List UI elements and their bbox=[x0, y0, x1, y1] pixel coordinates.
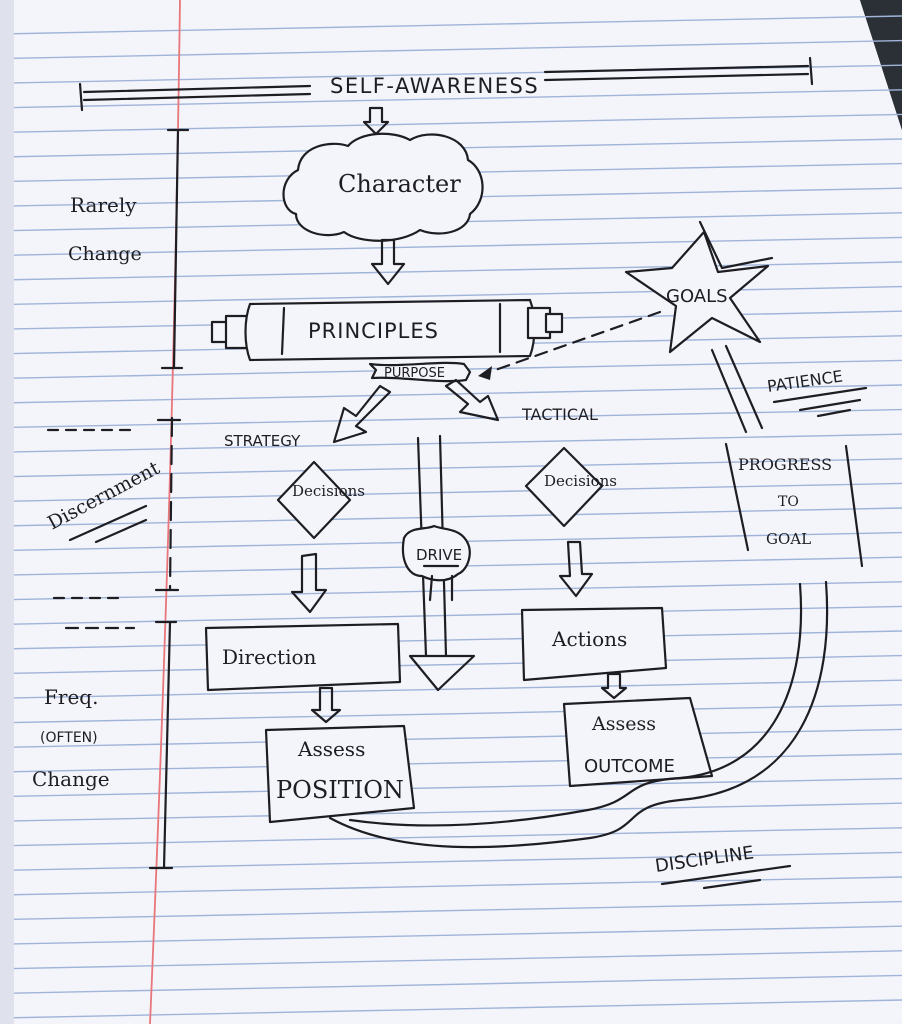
rule-line bbox=[0, 458, 902, 478]
goals-to-purpose-dashed-arrow bbox=[482, 310, 662, 376]
goals-label: GOALS bbox=[666, 286, 728, 307]
freq-bracket bbox=[148, 620, 178, 870]
rule-line bbox=[0, 679, 902, 699]
rule-line bbox=[0, 753, 902, 773]
rule-line bbox=[0, 285, 902, 306]
patience-underline-2 bbox=[798, 398, 862, 412]
discipline-underline bbox=[660, 864, 792, 886]
principles-scroll bbox=[210, 298, 564, 362]
discernment-underline bbox=[68, 504, 148, 542]
self-awareness-heading: SELF-AWARENESS bbox=[330, 74, 539, 98]
discipline-loop-outer bbox=[328, 580, 829, 849]
progress-line2: TO bbox=[778, 494, 799, 510]
character-label: Character bbox=[338, 170, 461, 198]
drive-label: DRIVE bbox=[416, 546, 462, 564]
rarely-bracket bbox=[160, 128, 190, 370]
freq-line1: Freq. bbox=[44, 685, 98, 709]
rule-line bbox=[0, 704, 902, 724]
rule-line bbox=[0, 433, 902, 453]
discipline-underline-2 bbox=[702, 878, 762, 890]
rule-line bbox=[0, 654, 902, 675]
rule-line bbox=[0, 630, 902, 650]
rule-line bbox=[0, 384, 902, 404]
goals-star-outline bbox=[698, 220, 774, 270]
decisions-right-label: Decisions bbox=[544, 472, 617, 490]
discernment-bracket-caps bbox=[154, 418, 182, 592]
arrow-to-principles bbox=[370, 238, 406, 286]
arrow-to-assess-position bbox=[310, 686, 342, 724]
assess-position-line1: Assess bbox=[297, 737, 365, 761]
drive-arrow-head bbox=[408, 654, 476, 692]
rule-line bbox=[0, 827, 902, 847]
rule-line bbox=[0, 605, 902, 626]
purpose-banner bbox=[368, 361, 472, 383]
assess-position-box bbox=[264, 724, 416, 824]
rule-line bbox=[0, 482, 902, 503]
rarely-line2: Change bbox=[68, 243, 142, 265]
freq-line2: (OFTEN) bbox=[40, 730, 98, 746]
rule-line bbox=[0, 925, 902, 945]
decisions-left-label: Decisions bbox=[292, 482, 365, 500]
rule-line bbox=[0, 89, 902, 109]
progress-line3: GOAL bbox=[766, 530, 811, 548]
rule-line bbox=[0, 974, 902, 995]
rule-line bbox=[0, 950, 902, 970]
discernment-ticks bbox=[46, 428, 136, 600]
rule-line bbox=[0, 39, 902, 60]
decisions-diamond-left bbox=[276, 460, 352, 540]
direction-label: Direction bbox=[222, 645, 317, 669]
rule-line bbox=[0, 777, 902, 798]
tactical-label: TACTICAL bbox=[521, 405, 598, 424]
patience-rail-2 bbox=[724, 344, 764, 430]
arrow-to-strategy bbox=[332, 384, 392, 444]
rule-line bbox=[0, 113, 902, 134]
rule-line bbox=[0, 507, 902, 527]
assess-outcome-line2: OUTCOME bbox=[584, 756, 675, 777]
patience-rail bbox=[710, 348, 748, 434]
rarely-line1: Rarely bbox=[70, 193, 137, 217]
actions-label: Actions bbox=[551, 627, 627, 651]
rule-line bbox=[0, 236, 902, 257]
patience-underline bbox=[772, 386, 868, 404]
rule-line bbox=[0, 900, 902, 921]
strategy-label: STRATEGY bbox=[224, 432, 301, 450]
freq-line3: Change bbox=[32, 767, 110, 791]
character-cloud bbox=[282, 132, 484, 242]
rule-line bbox=[0, 15, 902, 35]
decisions-diamond-right bbox=[524, 446, 604, 528]
arrow-to-actions bbox=[558, 540, 594, 598]
discernment-bracket bbox=[168, 416, 174, 592]
actions-box bbox=[520, 606, 668, 682]
arrow-to-assess-outcome bbox=[600, 672, 628, 700]
arrow-to-tactical bbox=[444, 378, 500, 422]
patience-underline-3 bbox=[816, 408, 852, 418]
progress-bracket-right bbox=[844, 444, 864, 568]
rule-line bbox=[0, 261, 902, 281]
assess-position-line2: POSITION bbox=[276, 776, 404, 804]
binding-shadow bbox=[0, 0, 14, 1024]
progress-bracket-left bbox=[724, 442, 750, 552]
rule-line bbox=[0, 408, 902, 429]
goals-star bbox=[624, 230, 770, 354]
assess-outcome-box bbox=[562, 696, 714, 788]
assess-outcome-line1: Assess bbox=[591, 713, 656, 735]
direction-box bbox=[204, 622, 402, 692]
dashed-arrow-head bbox=[478, 366, 492, 380]
discernment-underline-2 bbox=[94, 518, 148, 544]
rule-line bbox=[0, 802, 902, 822]
principles-label: PRINCIPLES bbox=[308, 319, 439, 343]
rule-line bbox=[0, 728, 902, 749]
rule-line bbox=[0, 876, 902, 896]
arrow-to-character bbox=[362, 106, 390, 136]
progress-line1: PROGRESS bbox=[738, 455, 832, 474]
self-awareness-bar bbox=[78, 56, 814, 112]
arrow-to-direction bbox=[290, 552, 328, 614]
discipline-loop-inner bbox=[348, 582, 803, 827]
drive-stem bbox=[428, 574, 454, 602]
purpose-label: PURPOSE bbox=[384, 366, 445, 381]
